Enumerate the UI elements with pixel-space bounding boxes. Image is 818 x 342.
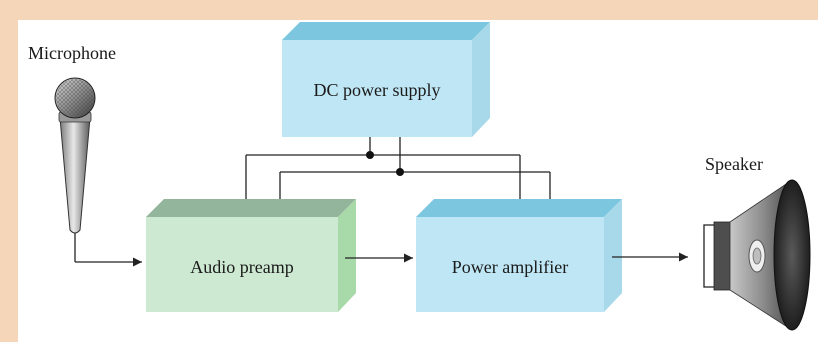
microphone-label: Microphone (28, 43, 116, 63)
speaker-label: Speaker (705, 154, 763, 174)
audio-preamp-label: Audio preamp (190, 257, 293, 277)
power-amplifier-block: Power amplifier (416, 199, 622, 312)
dc-power-supply-block: DC power supply (282, 22, 490, 137)
power-amplifier-label: Power amplifier (452, 257, 568, 277)
dc-power-supply-label: DC power supply (314, 80, 441, 100)
audio-preamp-block: Audio preamp (146, 199, 356, 312)
